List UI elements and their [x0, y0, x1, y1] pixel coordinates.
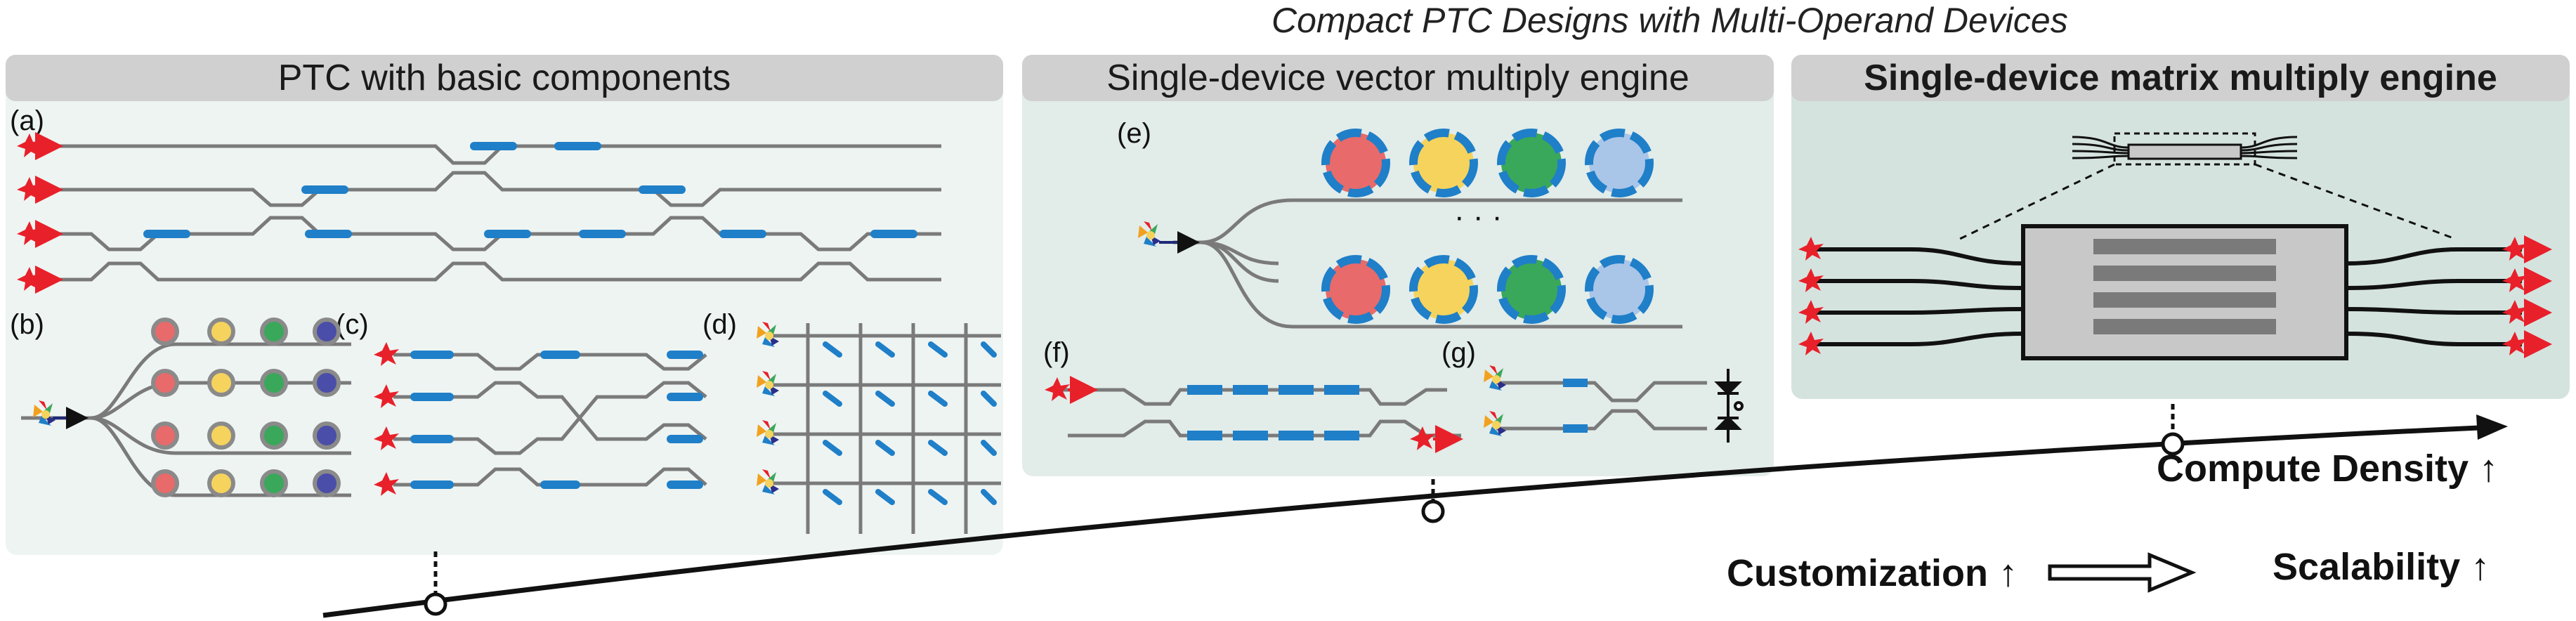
label-d: (d)	[702, 309, 737, 340]
crossbar-elements-d	[823, 341, 997, 505]
label-f: (f)	[1043, 337, 1070, 368]
scalability-label: Scalability ↑	[2273, 546, 2490, 588]
label-a: (a)	[10, 105, 44, 136]
crossbar-d	[773, 323, 1001, 534]
mrr-bank-b	[21, 342, 351, 497]
mrr-rings-b	[151, 318, 341, 497]
multi-operand-rings-e	[1321, 129, 1654, 324]
panel-header-vector: Single-device vector multiply engine	[1022, 55, 1774, 101]
mzi-mesh-a	[42, 144, 941, 282]
trend-markers	[424, 404, 2185, 616]
chip-overview	[2072, 132, 2298, 166]
matrix-electrodes	[2093, 239, 2276, 334]
label-b: (b)	[10, 309, 44, 340]
panel-header-matrix: Single-device matrix multiply engine	[1791, 55, 2570, 101]
butterfly-c	[393, 353, 707, 487]
detector-g	[1496, 381, 1707, 431]
mzi-f	[1054, 388, 1461, 438]
figure-title: Compact PTC Designs with Multi-Operand D…	[1271, 1, 2068, 40]
lasers-c	[374, 342, 399, 496]
hollow-arrow	[2048, 552, 2197, 593]
phase-shifters-f	[1187, 385, 1359, 440]
label-c: (c)	[336, 309, 369, 340]
vector-engine-e	[1173, 198, 1682, 329]
zoom-lines	[1959, 163, 2456, 240]
customization-label: Customization ↑	[1727, 552, 2018, 594]
compute-density-label: Compute Density ↑	[2157, 447, 2499, 490]
lasers-matrix	[1798, 235, 2552, 358]
trend-arrow	[322, 414, 2508, 618]
rainbow-sources-d	[757, 322, 779, 495]
phase-shifters-c	[410, 351, 703, 489]
ellipsis: · · ·	[1454, 200, 1503, 234]
lasers-a	[17, 132, 63, 294]
phase-shifters-a	[143, 142, 917, 238]
panel-header-basic: PTC with basic components	[6, 55, 1003, 101]
label-e: (e)	[1117, 118, 1151, 149]
photodiodes-g	[1714, 369, 1744, 443]
panel-vector-engine	[1022, 55, 1774, 476]
label-g: (g)	[1441, 337, 1476, 368]
